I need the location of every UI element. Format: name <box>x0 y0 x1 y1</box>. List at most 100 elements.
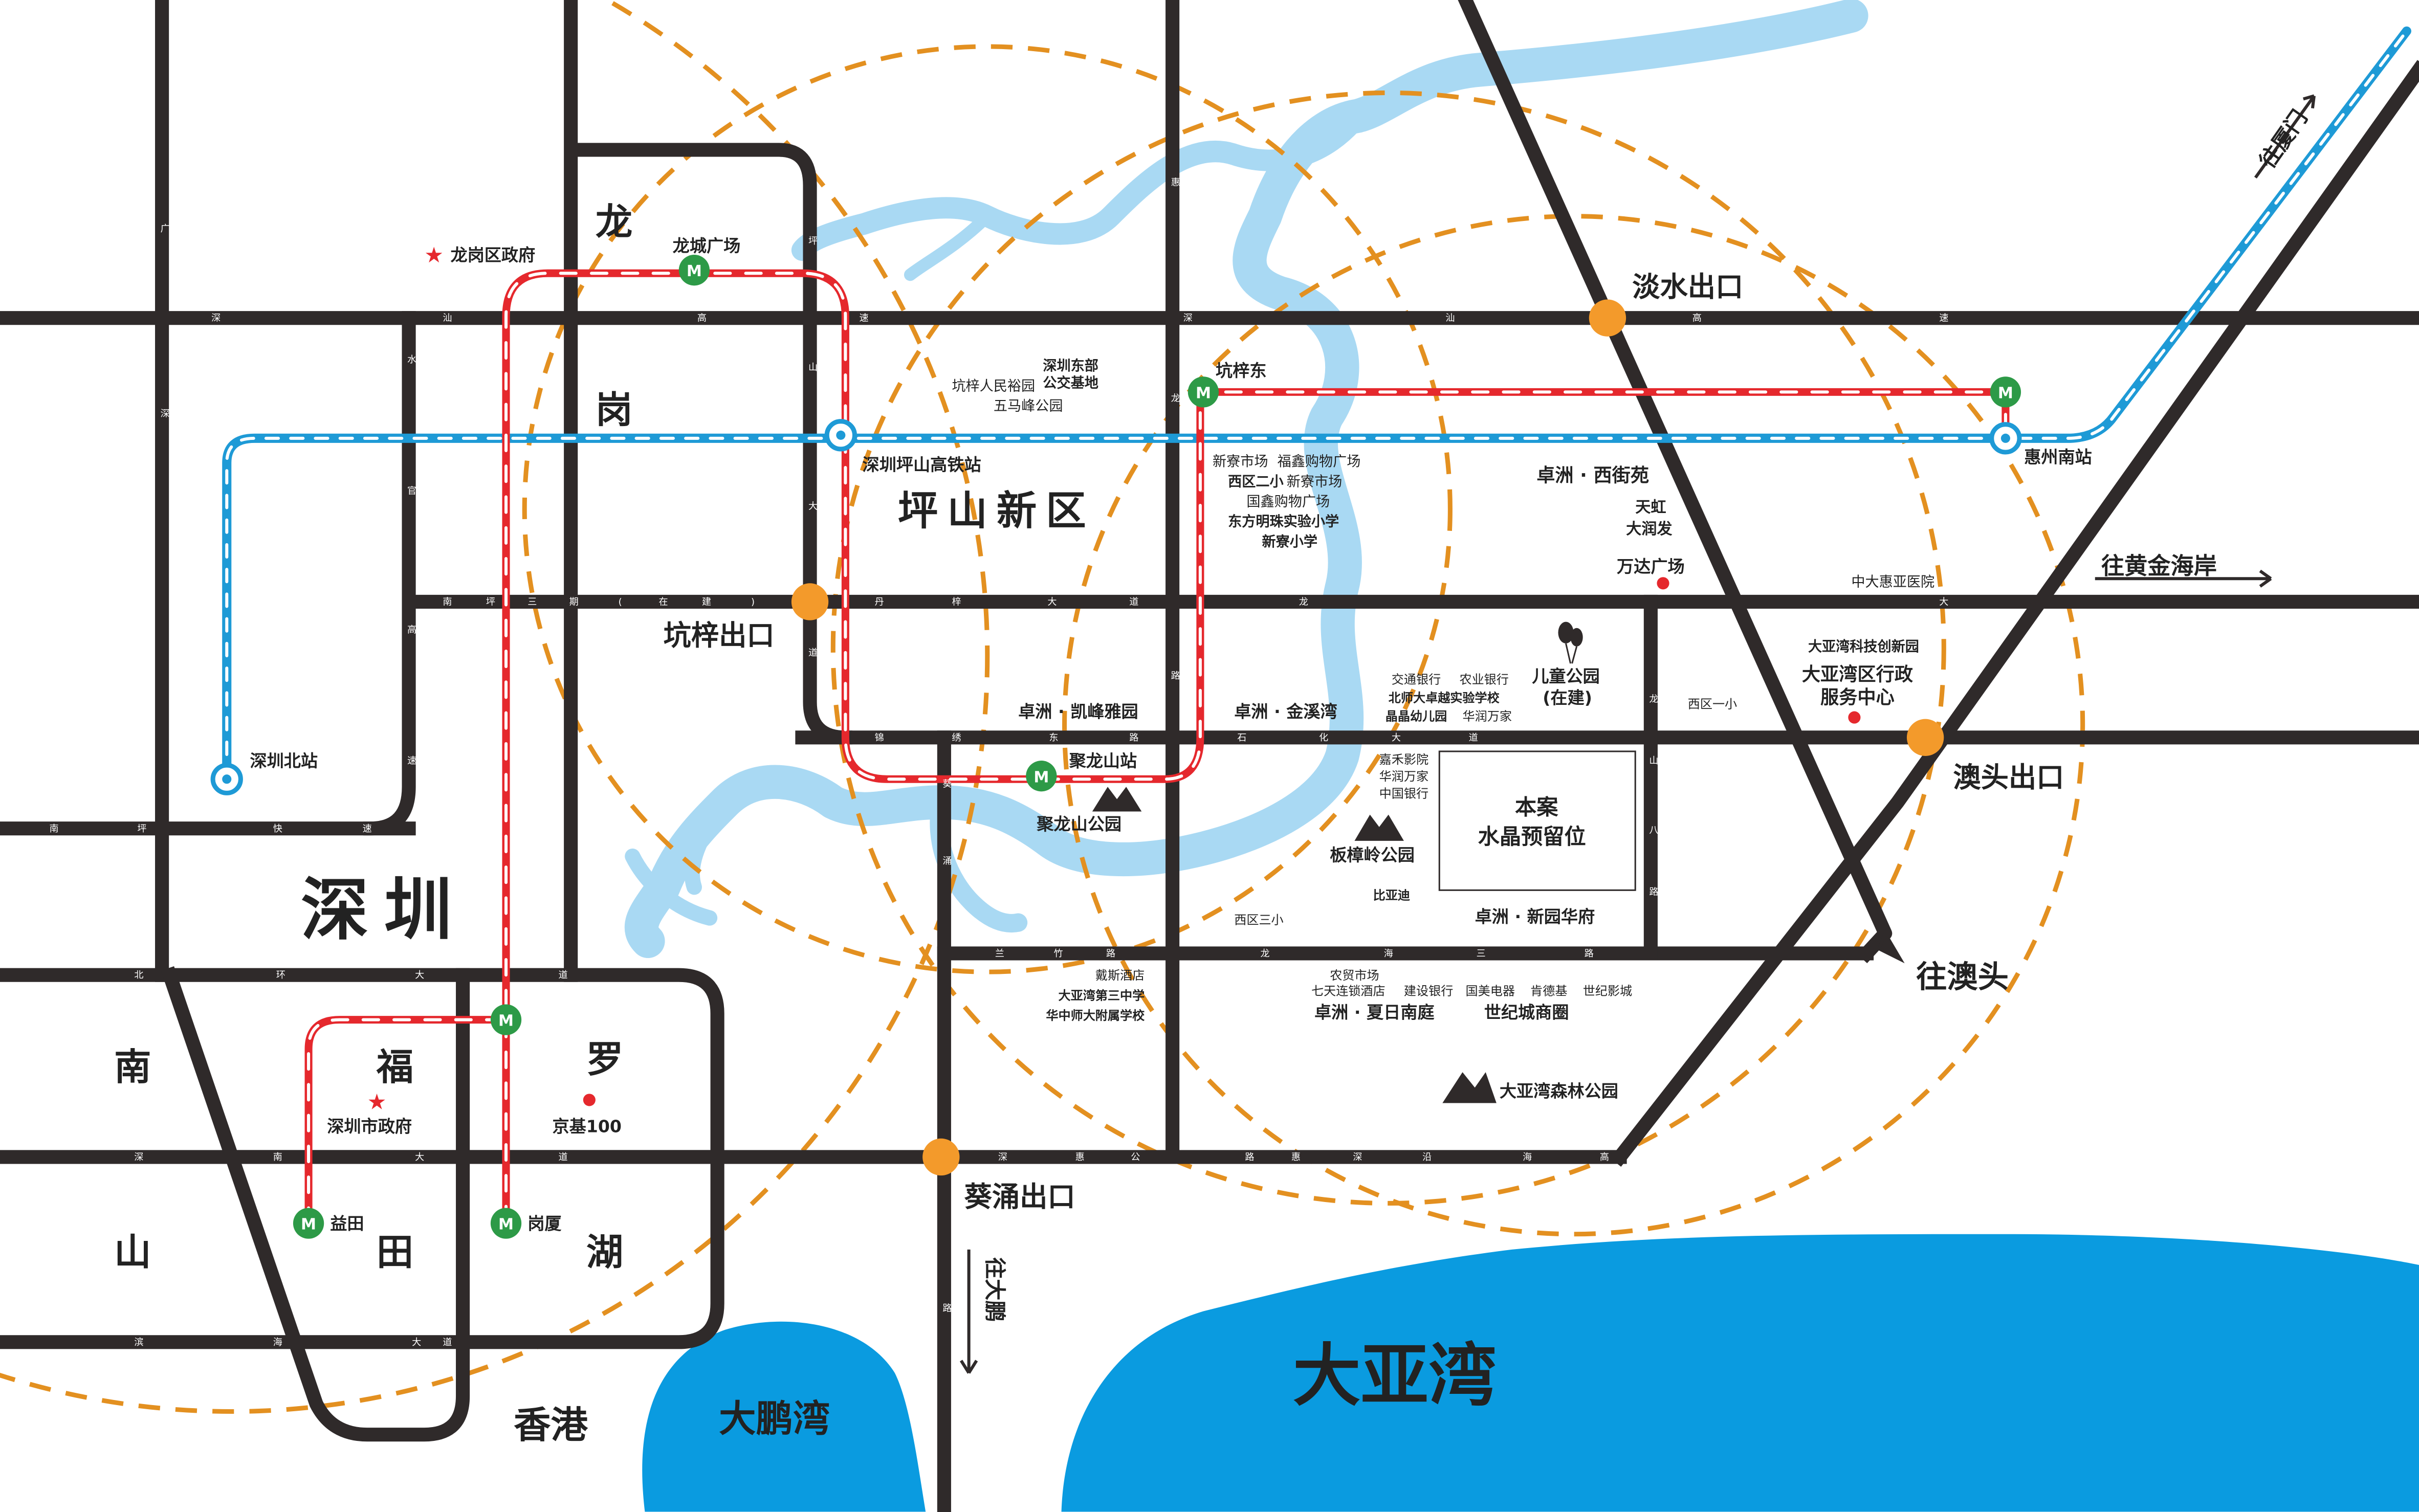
poi: 福鑫购物广场 <box>1278 454 1361 470</box>
label-daya-gov-1: 大亚湾区行政 <box>1802 663 1914 685</box>
hsr-line <box>222 26 2411 784</box>
poi: 儿童公园 <box>1532 666 1600 686</box>
road-label-char: 龙 <box>1171 393 1180 404</box>
poi: 交通银行 <box>1392 672 1441 686</box>
road-label-char: 大 <box>1939 597 1948 608</box>
poi: 大亚湾森林公园 <box>1500 1081 1618 1101</box>
road-label-char: 锦 <box>875 732 884 743</box>
road-label-char: 路 <box>1649 886 1658 897</box>
svg-text:M: M <box>687 262 702 280</box>
district-longgang-2: 岗 <box>596 389 632 432</box>
exit-aotou-marker <box>1906 719 1944 756</box>
label-wanda: 万达广场 <box>1617 557 1685 576</box>
balloon-icon <box>1558 621 1583 664</box>
road-label-char: 滨 <box>134 1337 143 1348</box>
poi-labels: 坑梓人民裕园 深圳东部 公交基地 五马峰公园 新寮市场 福鑫购物广场 西区二小 … <box>952 358 1934 1101</box>
poi: 聚龙山公园 <box>1036 814 1121 834</box>
road-label-char: 路 <box>1106 948 1115 959</box>
road-label-char: 高 <box>1692 313 1702 324</box>
project-label-2: 水晶预留位 <box>1478 824 1586 849</box>
road-label-char: 丹 <box>875 597 884 608</box>
road-label-char: 东 <box>1049 732 1058 743</box>
metro-station-icon: M <box>678 255 710 286</box>
dapeng-bay-water <box>642 1321 926 1512</box>
road-label-char: 龙 <box>1299 597 1308 608</box>
road-label-char: 在 <box>659 597 668 608</box>
road-label-char: 道 <box>559 1152 568 1163</box>
station-shenzhen-north: 深圳北站 <box>250 751 318 771</box>
poi: 嘉禾影院 <box>1379 752 1428 767</box>
station-huizhou-south: 惠州南站 <box>2024 447 2092 467</box>
poi: 卓洲 · 夏日南庭 <box>1314 1003 1435 1022</box>
road-label-char: 南 <box>273 1152 282 1163</box>
svg-text:M: M <box>1998 384 2013 402</box>
road-label-char: ( <box>619 597 622 608</box>
road-label-char: 快 <box>273 824 282 834</box>
direction-arrows <box>959 94 2316 1374</box>
road-label-char: 大 <box>1392 732 1401 743</box>
road-label-char: ) <box>751 597 755 608</box>
exit-kuiyong-marker <box>922 1138 960 1176</box>
road-label-char: 三 <box>1477 948 1486 959</box>
svg-text:M: M <box>498 1012 514 1030</box>
poi: 国美电器 <box>1466 984 1515 998</box>
district-futian-2: 田 <box>377 1231 413 1274</box>
road-label-char: 深 <box>998 1152 1007 1163</box>
radius-circles <box>0 0 2085 1414</box>
road-label-char: 高 <box>1600 1152 1609 1163</box>
poi: 新寮小学 <box>1262 533 1318 550</box>
road-label-char: 竹 <box>1053 948 1063 959</box>
district-nanshan-1: 南 <box>114 1046 151 1089</box>
road-label-char: 三 <box>527 597 537 608</box>
road-label-char: 道 <box>1129 597 1138 608</box>
label-kingkey: 京基100 <box>552 1117 622 1137</box>
location-dot-icon <box>583 1094 596 1106</box>
poi: 西区二小 <box>1228 474 1284 490</box>
station-pingshan-hsr: 深圳坪山高铁站 <box>863 455 981 475</box>
road-label-char: 道 <box>559 970 568 981</box>
daya-bay-water <box>1061 1234 2419 1512</box>
road-label-char: 路 <box>1129 732 1138 743</box>
poi: 农贸市场 <box>1330 968 1379 983</box>
road-label-char: 深 <box>161 409 170 419</box>
road-label-char: 绣 <box>952 732 961 743</box>
poi: 北师大卓越实验学校 <box>1389 691 1500 705</box>
road-label-char: 惠 <box>1171 177 1180 188</box>
poi: 大润发 <box>1626 520 1673 538</box>
star-icon: ★ <box>424 242 444 268</box>
label-shenzhen-gov: 深圳市政府 <box>327 1117 412 1137</box>
road-label-char: 梓 <box>952 597 961 608</box>
poi: 东方明珠实验小学 <box>1228 514 1339 530</box>
road-label-char: 八 <box>1649 825 1658 836</box>
road-label-char: 公 <box>1131 1152 1140 1163</box>
district-pingshan: 坪山新区 <box>898 488 1095 535</box>
poi: 天虹 <box>1635 499 1666 517</box>
poi: 比亚迪 <box>1373 888 1410 902</box>
metro-station-icon: M <box>293 1208 324 1239</box>
station-gangxia: 岗厦 <box>527 1214 562 1234</box>
poi: 世纪影城 <box>1583 984 1632 998</box>
road-label-char: 化 <box>1319 732 1328 743</box>
road-label-char: 环 <box>276 970 285 981</box>
road-label-char: 路 <box>1171 671 1180 681</box>
road-label-char: 大 <box>415 970 424 981</box>
poi: 板樟岭公园 <box>1330 845 1415 865</box>
dir-dapeng: 往大鹏 <box>982 1257 1007 1322</box>
road-label-char: 龙 <box>1261 948 1270 959</box>
road-labels: 深汕高速深汕高速南坪快速南坪三期(在建)丹梓大道龙大锦绣东路石化大道北环大道深南… <box>49 177 1948 1348</box>
road-label-char: 海 <box>1523 1152 1532 1163</box>
poi: 华润万家 <box>1463 709 1512 724</box>
poi: 新寮市场 <box>1213 454 1268 470</box>
station-yitian: 益田 <box>330 1214 364 1234</box>
road-label-char: 汕 <box>1445 313 1455 324</box>
road-label-char: 深 <box>1353 1152 1362 1163</box>
svg-text:M: M <box>1196 384 1211 402</box>
road-label-char: 海 <box>273 1337 282 1348</box>
mountain-icon <box>1354 814 1404 841</box>
road-label-char: 大 <box>1047 597 1057 608</box>
road-label-char: 葵 <box>942 779 952 789</box>
poi: 大亚湾第三中学 <box>1059 988 1145 1003</box>
label-daya-gov-2: 服务中心 <box>1820 686 1895 708</box>
district-futian-1: 福 <box>376 1046 413 1089</box>
poi: 华润万家 <box>1379 769 1428 784</box>
